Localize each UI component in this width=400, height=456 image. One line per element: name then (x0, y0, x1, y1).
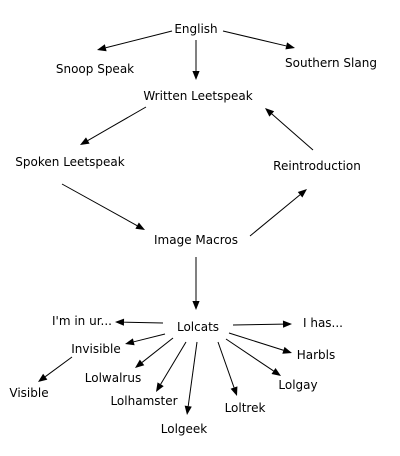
edge-lolcats-to-lolhamster (156, 341, 187, 392)
edge-macros-to-reintro (249, 189, 307, 237)
edge-lolcats-to-harbls (228, 332, 292, 354)
edge-line (123, 321, 164, 324)
node-written-leetspeak: Written Leetspeak (143, 89, 252, 103)
arrowhead (192, 71, 200, 80)
edge-line (187, 341, 198, 407)
arrowhead (265, 108, 275, 117)
node-lolhamster: Lolhamster (110, 394, 177, 408)
arrowhead (115, 318, 125, 326)
node-invisible: Invisible (71, 342, 121, 356)
edge-lolcats-to-lolgay (225, 338, 281, 376)
arrowhead (80, 137, 90, 145)
node-lolgeek: Lolgeek (161, 422, 208, 436)
arrowhead (135, 359, 145, 368)
edge-line (61, 183, 138, 227)
node-harbls: Harbls (297, 348, 336, 362)
arrowhead (184, 405, 192, 415)
edge-lolcats-to-invisible (125, 333, 166, 346)
arrowhead (156, 382, 164, 392)
node-i-has: I has... (303, 316, 343, 330)
edge-line (249, 194, 301, 237)
arrowhead (125, 338, 135, 346)
edge-line (133, 333, 166, 343)
edge-line (141, 337, 174, 363)
edge-line (228, 332, 284, 351)
edge-line (87, 106, 147, 141)
arrowhead (38, 373, 48, 382)
arrowhead (135, 222, 145, 230)
arrowhead (192, 301, 200, 310)
edge-written-to-spoken (80, 106, 147, 145)
arrowhead (271, 367, 281, 376)
arrowhead (282, 320, 292, 328)
edge-line (225, 338, 274, 372)
node-spoken-leetspeak: Spoken Leetspeak (15, 155, 124, 169)
arrowhead (282, 346, 292, 354)
node-english: English (174, 22, 217, 36)
arrowhead (230, 386, 238, 396)
edge-reintro-to-written (265, 108, 314, 151)
arrowhead (297, 189, 307, 198)
edge-line (222, 30, 287, 47)
edge-lolcats-to-lolwalrus (135, 337, 174, 368)
node-lolcats: Lolcats (177, 320, 219, 334)
edge-line (217, 341, 235, 388)
edge-english-to-snoop (97, 30, 173, 52)
edge-line (160, 341, 187, 385)
node-southern-slang: Southern Slang (285, 56, 377, 70)
node-lolgay: Lolgay (278, 378, 317, 392)
edge-lolcats-to-iminur (115, 318, 164, 326)
edge-line (232, 323, 284, 326)
edge-spoken-to-macros (61, 183, 145, 230)
edge-lolcats-to-loltrek (217, 341, 238, 396)
node-loltrek: Loltrek (225, 401, 266, 415)
edge-line (271, 113, 314, 151)
node-snoop-speak: Snoop Speak (56, 62, 134, 76)
edge-line (105, 30, 173, 49)
arrowhead (97, 44, 107, 52)
node-visible: Visible (9, 386, 48, 400)
node-im-in-ur: I'm in ur... (52, 314, 112, 328)
arrowhead (285, 42, 295, 50)
edge-english-to-written (192, 40, 200, 80)
node-reintroduction: Reintroduction (273, 159, 361, 173)
edge-line (44, 356, 73, 378)
diagram-edges (38, 30, 314, 415)
edge-lolcats-to-ihas (232, 320, 292, 328)
edge-lolcats-to-lolgeek (184, 341, 198, 415)
edge-english-to-southern (222, 30, 295, 50)
node-lolwalrus: Lolwalrus (85, 371, 141, 385)
node-image-macros: Image Macros (154, 233, 238, 247)
edge-invisible-to-visible (38, 356, 73, 382)
edge-macros-to-lolcats (192, 257, 200, 310)
